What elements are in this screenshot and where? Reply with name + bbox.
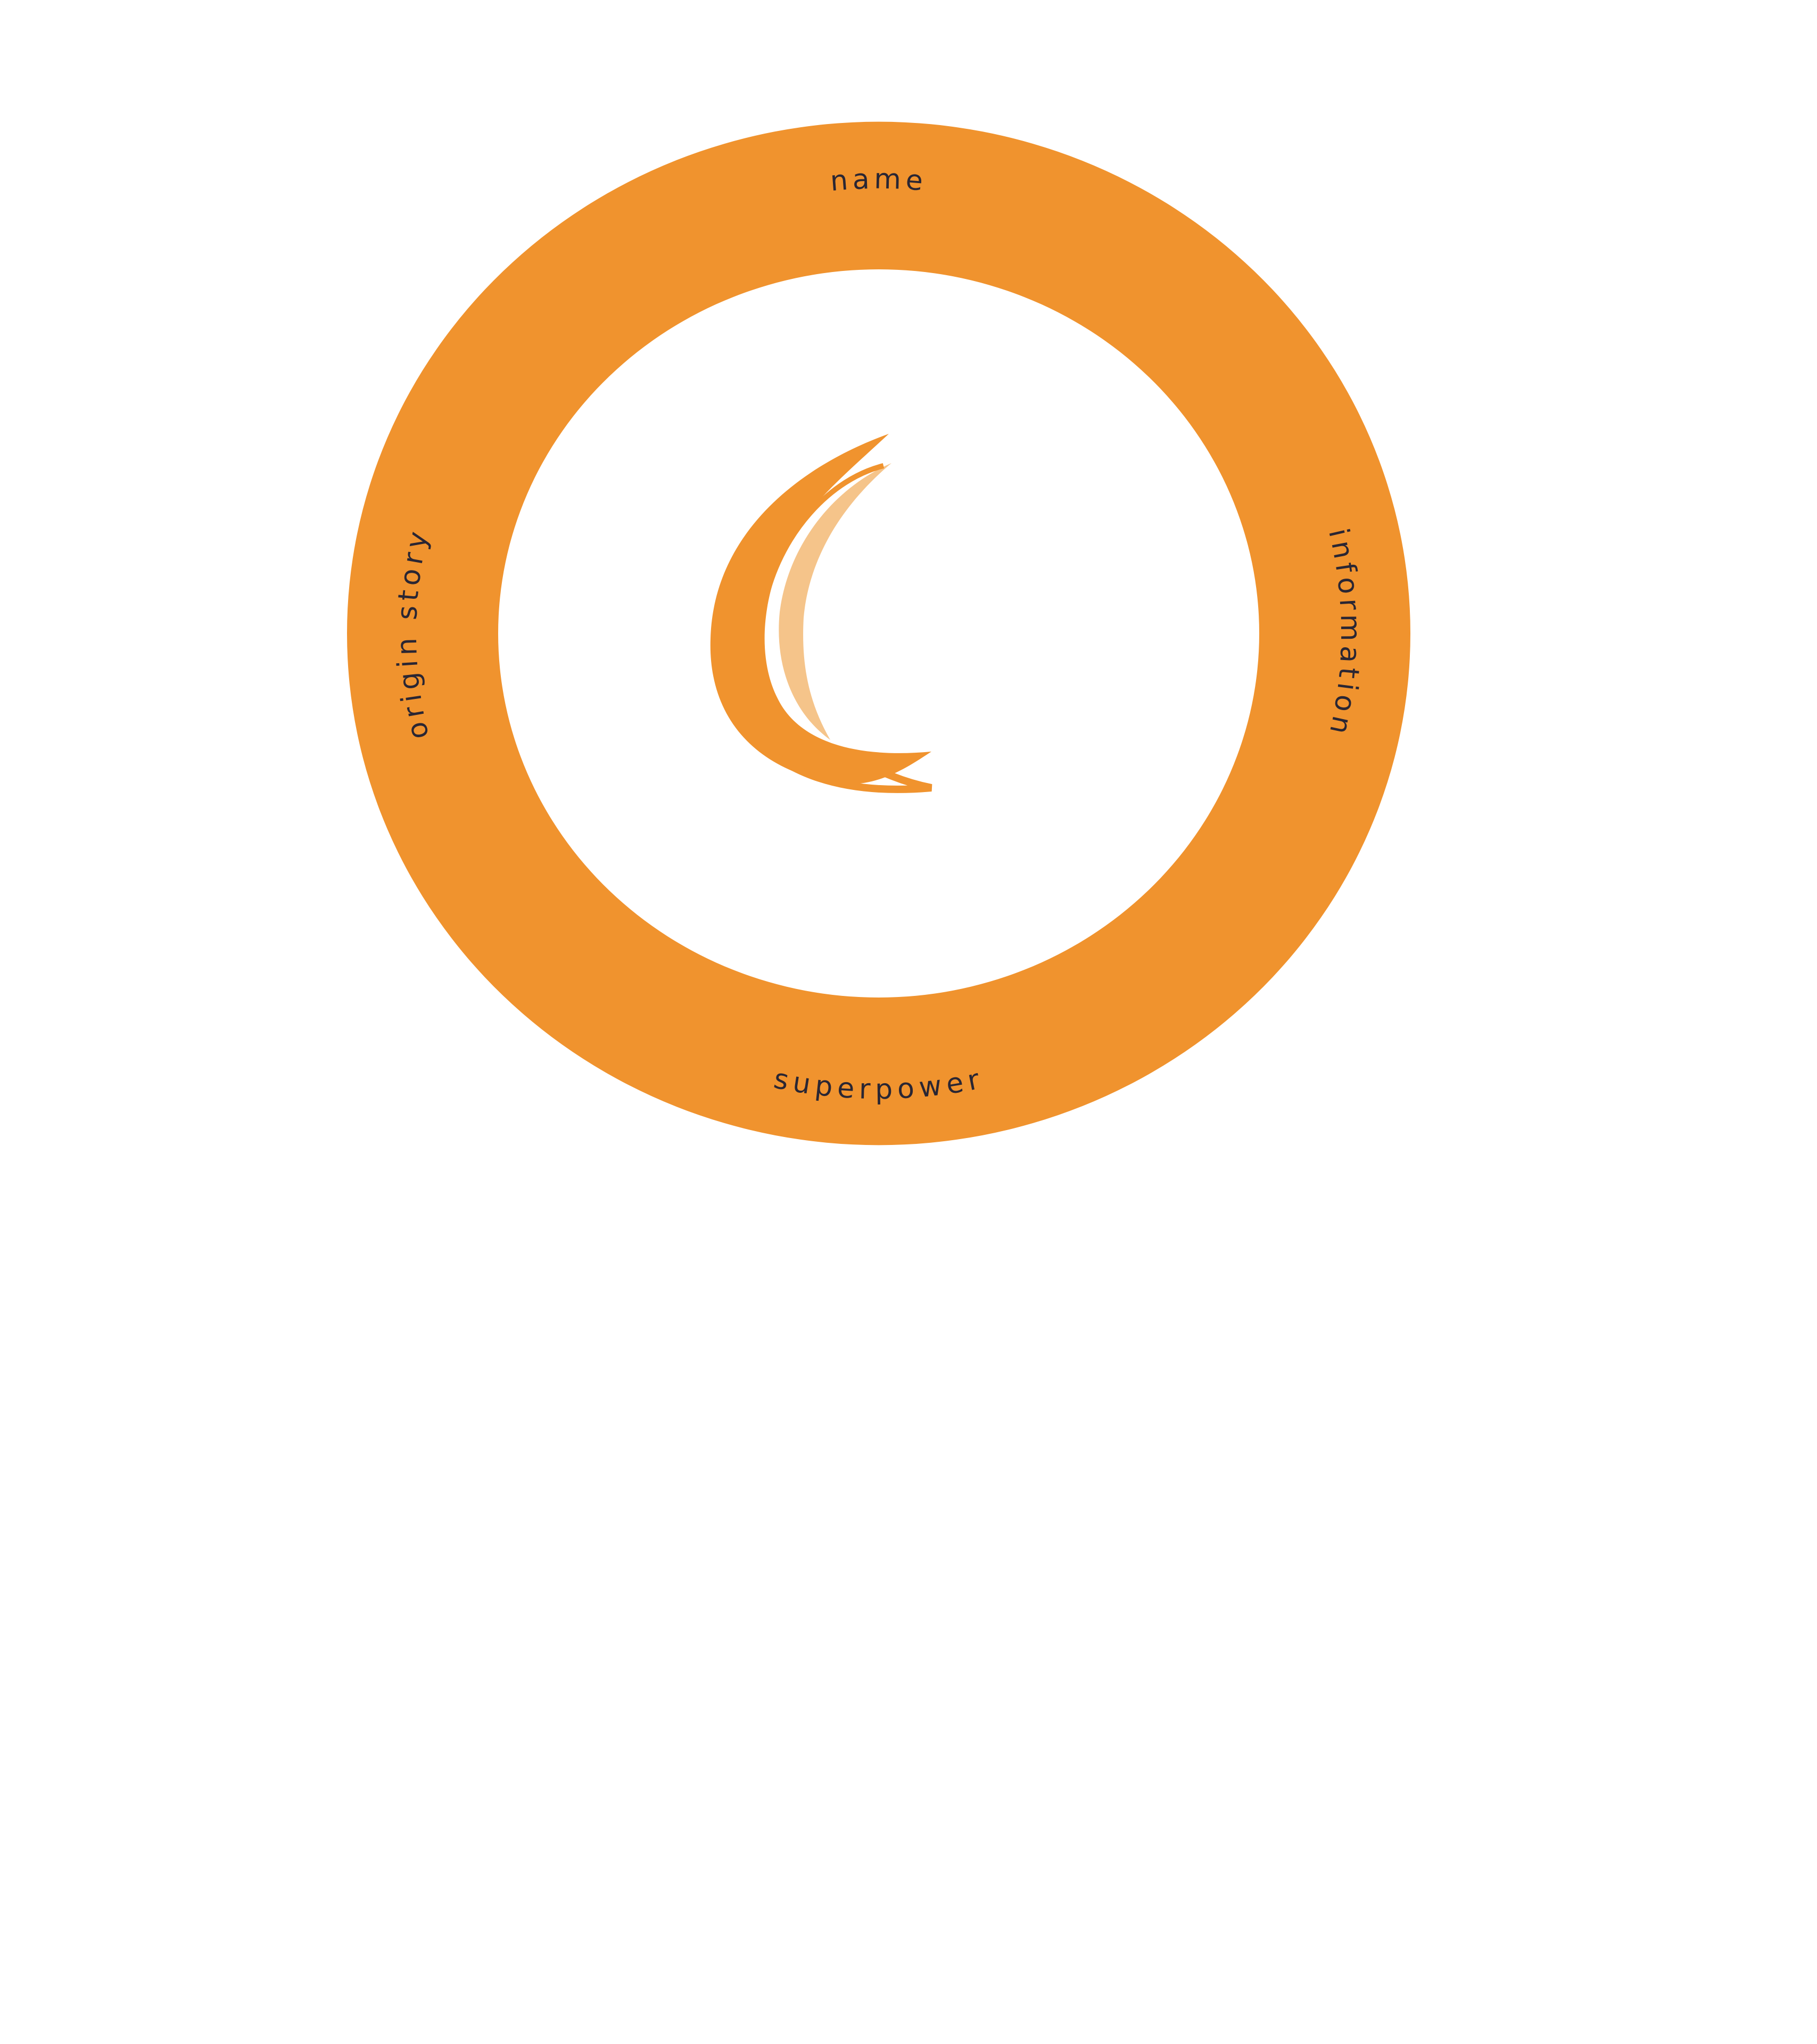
crescent-inner-line	[764, 463, 885, 597]
crescent-highlight	[779, 463, 891, 740]
crescent-moon-icon	[710, 434, 932, 793]
label-name: name	[829, 163, 928, 198]
crescent-main	[710, 434, 931, 785]
outer-ring	[346, 121, 1410, 1145]
label-name-text: name	[829, 163, 924, 198]
crescent-outline	[750, 732, 932, 793]
